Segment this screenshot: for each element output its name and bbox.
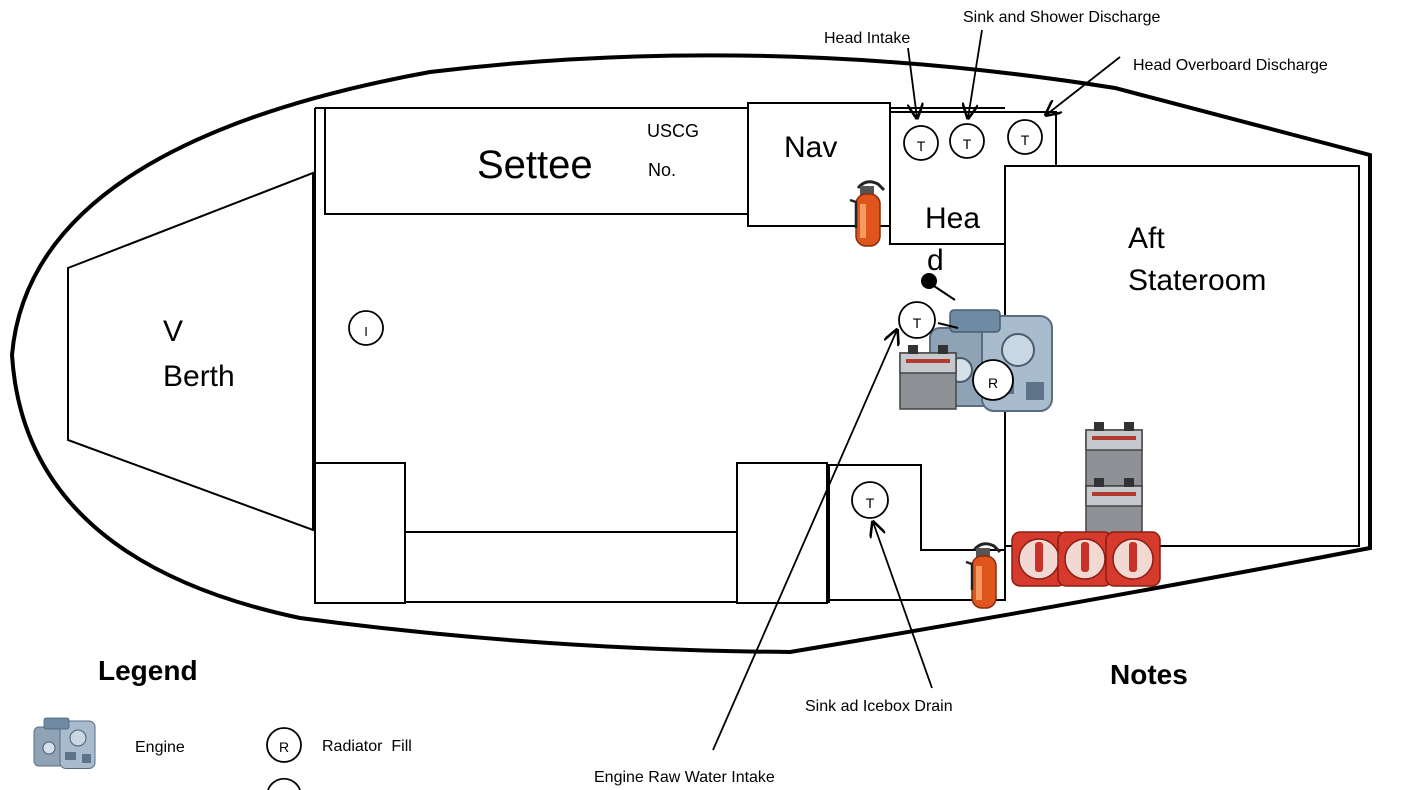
hull-outline [9,53,1372,655]
settee-label: Settee [477,143,593,187]
v-berth-label-1: V [163,315,183,348]
settee-box [324,107,749,215]
legend-engine-icon [33,717,96,769]
svg-text:T: T [866,495,875,511]
port-locker-box [314,462,406,604]
thruhull-marker: T [949,123,985,159]
legend-title: Legend [98,655,198,686]
v-berth-label-2: Berth [163,360,235,393]
head-intake-arrow [908,47,917,118]
engine-pivot-dot [921,273,937,289]
svg-text:T: T [963,136,972,152]
fire-extinguisher-icon [964,542,1002,610]
svg-text:T: T [1021,132,1030,148]
sink-shower-arrow [968,29,983,118]
battery-icon [899,344,957,410]
thruhull-marker: T [851,481,889,519]
thruhull-marker: T [1007,119,1043,155]
aft-stateroom-box [1004,165,1360,547]
notes-title: Notes [1110,659,1188,690]
svg-text:R: R [988,375,998,391]
sink-icebox-arrow [873,522,933,689]
head-label-1: Hea [925,202,980,235]
aft-label-1: Aft [1128,222,1165,255]
svg-text:T: T [917,138,926,154]
v-berth-outline [67,171,314,532]
nav-label: Nav [784,131,837,164]
head-label-2: d [927,244,944,277]
thruhull-link-line [937,322,959,329]
engine-pivot-line [933,285,956,301]
battery-switch-icon [1057,531,1113,587]
svg-text:R: R [279,739,289,755]
thruhull-marker: T [903,125,939,161]
aft-label-2: Stateroom [1128,264,1266,297]
engine-raw-water-label: Engine Raw Water Intake [594,769,775,786]
galley-box [828,464,1005,603]
battery-icon [1085,421,1143,487]
engine-raw-water-arrow [712,330,897,751]
sink-icebox-label: Sink ad Icebox Drain [805,698,953,715]
uscg-label: USCG [647,121,699,141]
svg-text:I: I [364,324,368,339]
legend-engine-label: Engine [135,739,185,756]
legend-radiator-symbol: R [266,727,302,763]
thruhull-marker: T [898,301,936,339]
head-overboard-label: Head Overboard Discharge [1133,57,1328,74]
svg-text:T: T [913,315,922,331]
battery-switch-icon [1105,531,1161,587]
sink-shower-label: Sink and Shower Discharge [963,9,1161,26]
legend-next-symbol-partial [267,777,301,790]
galley-locker-box [736,462,828,604]
port-bench-box [404,531,738,603]
legend-radiator-label: Radiator Fill [322,738,412,755]
uscg-no-label: No. [648,160,676,180]
head-overboard-arrow [1046,56,1121,115]
radiator-fill-marker: R [972,359,1014,401]
inspection-marker: I [348,310,384,346]
head-intake-label: Head Intake [824,30,910,47]
